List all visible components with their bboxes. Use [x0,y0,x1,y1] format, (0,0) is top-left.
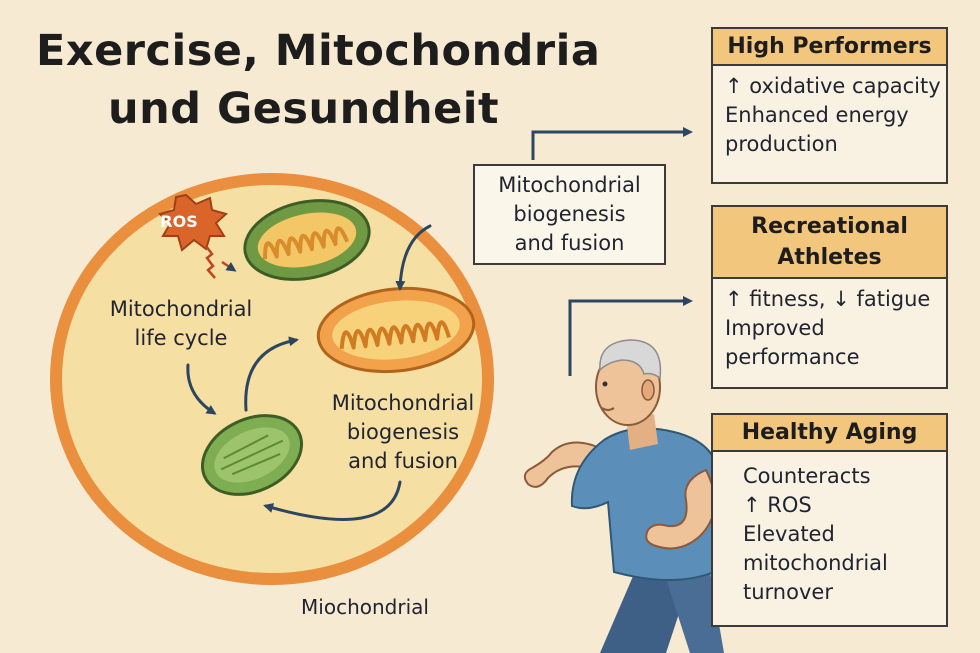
arrow-lifecycle-to-bottom [186,363,217,415]
runner-figure [523,339,724,653]
card-line: ↑ ROS [743,493,812,517]
cycle-arrows [186,224,432,521]
biogenesis-label-line-2: biogenesis [346,420,460,444]
arrow-bottom-to-orange [244,336,299,412]
title-line-2: und Gesundheit [108,84,500,134]
ros-burst-icon [158,193,237,279]
callout-line-2: biogenesis [513,202,626,226]
card-title: Healthy Aging [713,415,946,452]
biogenesis-callout: Mitochondrial biogenesis and fusion [473,164,666,265]
card-recreational-athletes: Recreational Athletes ↑ fitness, ↓ fatig… [711,205,948,389]
card-line: performance [725,345,860,369]
arrow-callout-to-orange [395,224,432,291]
card-title: High Performers [713,29,946,66]
card-line: production [725,132,838,156]
biogenesis-label: Mitochondrial biogenesis and fusion [318,389,488,476]
card-line: Elevated [743,522,835,546]
title-line-1: Exercise, Mitochondria [36,26,601,76]
card-connectors [531,127,693,376]
biogenesis-label-line-1: Mitochondrial [331,391,475,415]
card-line: turnover [743,580,833,604]
page-title: Exercise, Mitochondria und Gesundheit [36,22,600,138]
mitochondrion-green-bottom [200,414,304,496]
lifecycle-label-line-2: life cycle [134,326,228,350]
mitochondrion-orange [316,286,476,374]
arrow-to-recreational [568,296,693,376]
card-line: ↑ fitness, ↓ fatigue [725,287,931,311]
arrow-to-high-performers [531,127,693,160]
card-body: ↑ oxidative capacity Enhanced energy pro… [713,66,946,165]
card-line: ↑ oxidative capacity [725,74,941,98]
card-body: ↑ fitness, ↓ fatigue Improved performanc… [713,279,946,378]
callout-line-1: Mitochondrial [498,173,641,197]
card-line: Enhanced energy [725,103,909,127]
mitochondrion-green-top [243,199,371,281]
card-title: Recreational Athletes [713,207,946,279]
card-high-performers: High Performers ↑ oxidative capacity Enh… [711,27,948,184]
card-line: Counteracts [743,464,871,488]
card-body: Counteracts ↑ ROS Elevated mitochondrial… [713,452,946,613]
bottom-caption: Miochondrial [301,595,429,619]
lifecycle-label: Mitochondrial life cycle [96,295,266,353]
card-healthy-aging: Healthy Aging Counteracts ↑ ROS Elevated… [711,413,948,627]
cell [50,173,494,585]
biogenesis-label-line-3: and fusion [348,449,458,473]
card-line: Improved [725,316,825,340]
arrow-fusion-to-bottom [263,480,402,521]
ros-badge-label: ROS [160,212,198,231]
lifecycle-label-line-1: Mitochondrial [109,297,253,321]
card-line: mitochondrial [743,551,888,575]
callout-line-3: and fusion [514,231,625,255]
